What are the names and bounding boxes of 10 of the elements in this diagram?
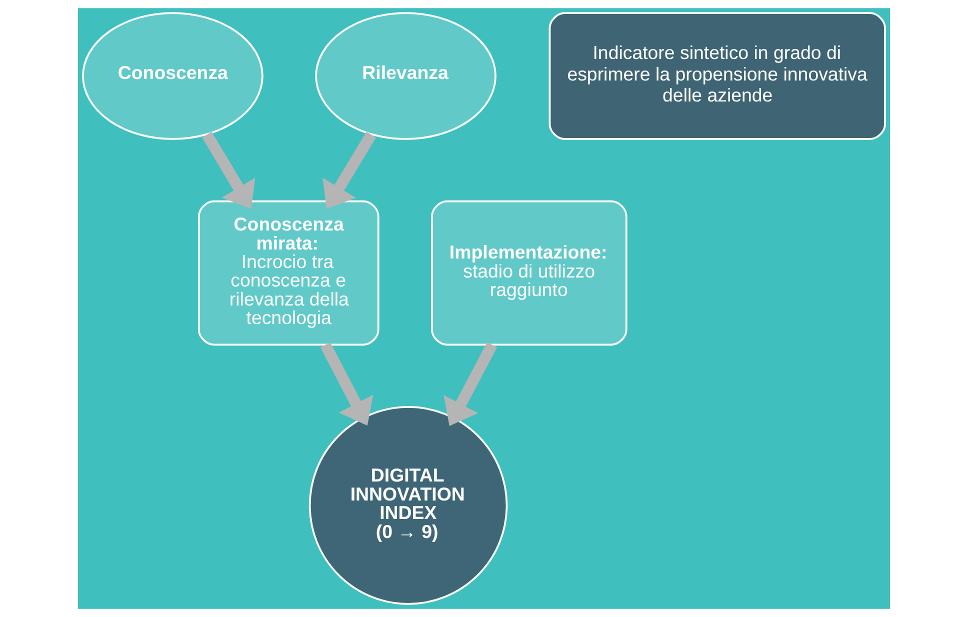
arrow (322, 132, 376, 209)
arrow (320, 342, 373, 426)
node-ellipse: Rilevanza (314, 12, 496, 140)
node-ellipse: Conoscenza (82, 12, 263, 140)
arrow (202, 132, 255, 209)
node-circle: DIGITAL INNOVATION INDEX (0 → 9) (308, 406, 508, 605)
node-box: Implementazione: stadio di utilizzo raggiunto (430, 200, 627, 346)
node-box: Indicatore sintetico in grado di esprimere la propensione innovativa delle aziende (548, 12, 886, 140)
arrow (443, 342, 497, 426)
node-box: Conoscenza mirata: Incrocio tra conoscenza e rilevanza della tecnologia (197, 200, 379, 346)
